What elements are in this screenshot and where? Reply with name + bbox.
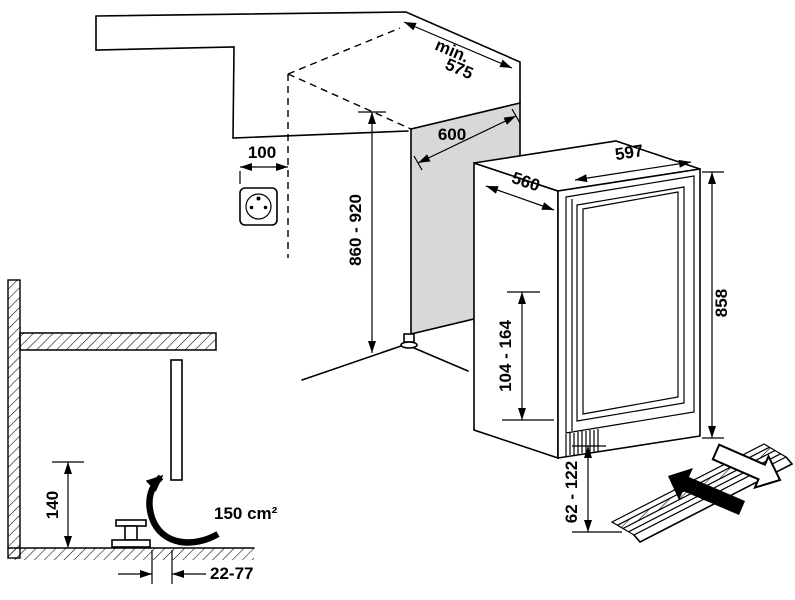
appliance-view: 597 560 858 104 - 164 <box>473 140 731 460</box>
furniture-panel <box>170 359 183 481</box>
foot-range-dimension: 22-77 <box>118 550 253 584</box>
section-view: 140 150 cm² 22-77 <box>7 279 278 584</box>
label-860-920: 860 - 920 <box>346 194 365 266</box>
socket-offset-dimension: 100 <box>239 143 288 184</box>
floor-lines <box>301 344 469 381</box>
base-height-dimension: 104 - 164 <box>496 291 554 421</box>
label-150cm2: 150 cm² <box>214 504 278 523</box>
airflow-in-arrow <box>668 468 745 515</box>
appliance-body <box>473 140 701 460</box>
label-600: 600 <box>438 125 466 144</box>
power-socket-icon <box>239 187 278 226</box>
grille-height-dimension: 62 - 122 <box>562 445 622 533</box>
height-dimension: 858 <box>702 171 731 439</box>
label-62-122: 62 - 122 <box>562 461 581 523</box>
width-dimension: 597 <box>574 141 692 183</box>
niche-width-dimension: 600 <box>413 108 521 171</box>
label-22-77: 22-77 <box>210 564 253 583</box>
niche-height-dimension: 860 - 920 <box>346 111 386 353</box>
label-597: 597 <box>614 141 645 164</box>
label-100: 100 <box>248 143 276 162</box>
worktop-section <box>19 332 217 351</box>
grille-view: 62 - 122 <box>562 443 793 543</box>
levelling-foot <box>400 333 418 349</box>
appliance-door <box>565 175 695 434</box>
appliance-foot-section <box>111 519 151 548</box>
floor-hatch <box>8 548 254 560</box>
label-575: 575 <box>442 55 476 84</box>
airflow-out-arrow <box>711 443 782 490</box>
wall-hatch <box>7 279 21 559</box>
label-140: 140 <box>43 491 62 519</box>
label-104-164: 104 - 164 <box>496 320 515 392</box>
clearance-dimension: 140 <box>43 461 84 548</box>
niche-dashed-outline <box>287 27 412 258</box>
airflow-arrow <box>145 474 220 546</box>
niche-view: min. 575 600 100 860 - 920 <box>95 11 521 381</box>
label-858: 858 <box>712 289 731 317</box>
counter-depth-dimension: min. 575 <box>403 21 513 84</box>
